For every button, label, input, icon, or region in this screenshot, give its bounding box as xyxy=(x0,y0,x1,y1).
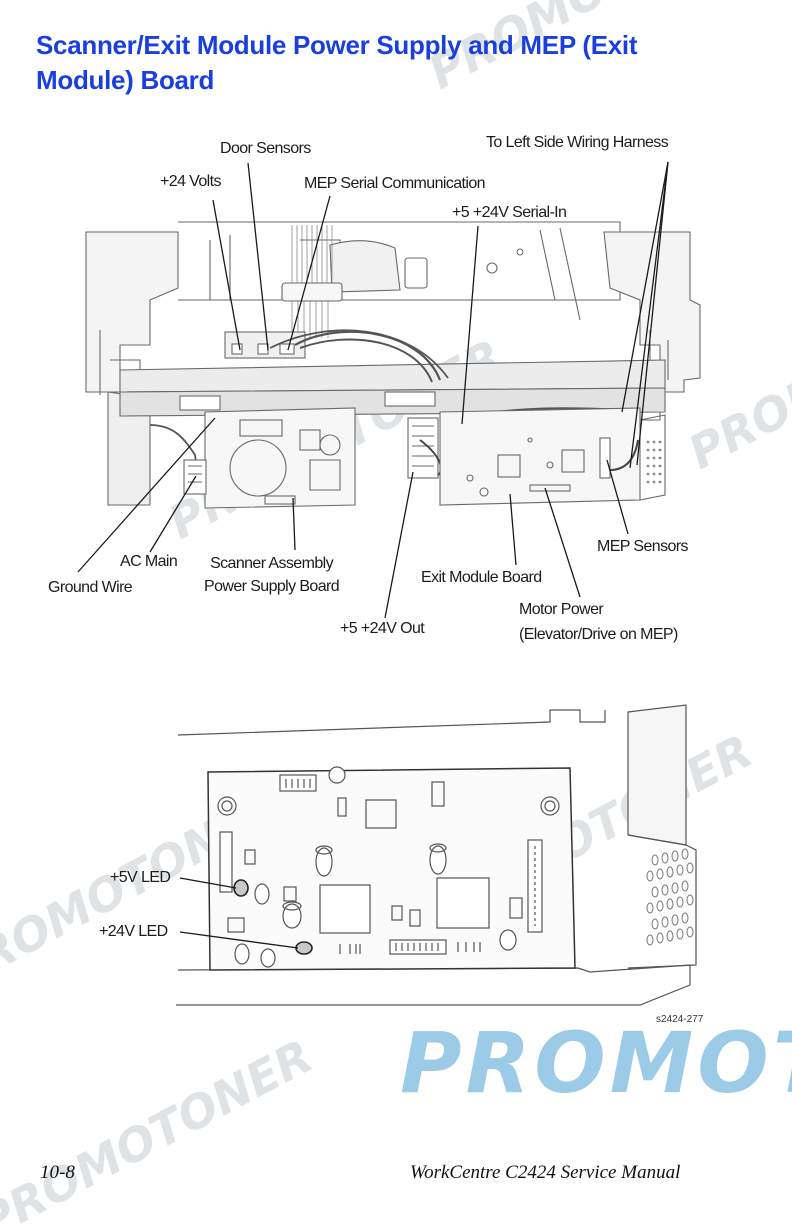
callout-5-24v-out: +5 +24V Out xyxy=(340,620,425,637)
callout-exit-module-board: Exit Module Board xyxy=(421,569,542,586)
callout-motor-power-line2: (Elevator/Drive on MEP) xyxy=(519,626,678,643)
callout-plus24-volts: +24 Volts xyxy=(160,173,221,190)
callout-24v-led: +24V LED xyxy=(99,923,168,940)
manual-title: WorkCentre C2424 Service Manual xyxy=(410,1162,681,1183)
callout-scanner-psu: Scanner Assembly Power Supply Board xyxy=(204,552,340,598)
callout-door-sensors: Door Sensors xyxy=(220,140,311,157)
callout-ground-wire: Ground Wire xyxy=(48,579,133,596)
callout-5v-led: +5V LED xyxy=(110,869,171,886)
page-number: 10-8 xyxy=(40,1162,75,1183)
callout-scanner-psu-line2: Power Supply Board xyxy=(204,578,340,595)
callout-mep-sensors: MEP Sensors xyxy=(597,538,689,555)
callout-serial-in: +5 +24V Serial-In xyxy=(452,204,567,221)
callout-motor-power-line1: Motor Power xyxy=(519,601,604,618)
callout-left-side-wiring-harness: To Left Side Wiring Harness xyxy=(486,134,669,151)
callout-scanner-psu-line1: Scanner Assembly xyxy=(210,555,334,572)
callout-motor-power: Motor Power (Elevator/Drive on MEP) xyxy=(519,598,678,646)
watermark-large-text: PROMOT xyxy=(400,1014,792,1112)
callout-mep-serial-communication: MEP Serial Communication xyxy=(304,175,486,192)
callout-ac-main: AC Main xyxy=(120,553,178,570)
figure-id: s2424-277 xyxy=(656,1014,704,1025)
page-title: Scanner/Exit Module Power Supply and MEP… xyxy=(36,30,638,95)
